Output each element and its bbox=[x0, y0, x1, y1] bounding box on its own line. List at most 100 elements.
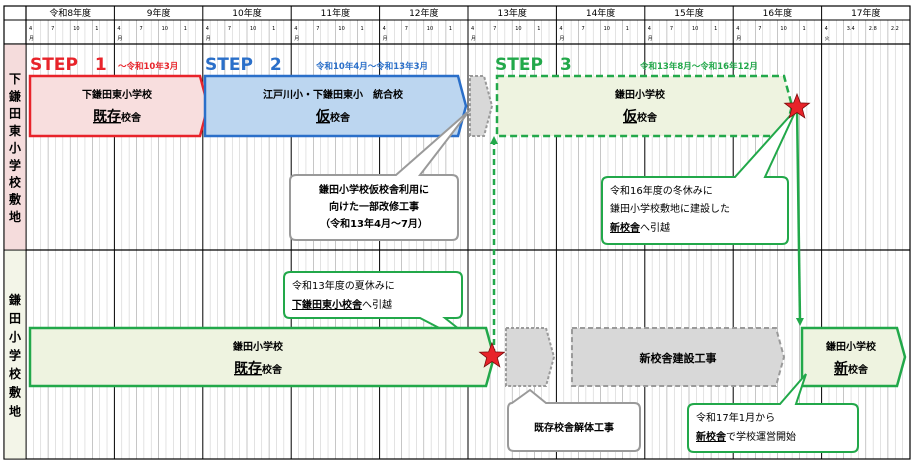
step1-bar-title: 下鎌田東小学校 bbox=[82, 88, 153, 101]
month-tick-label: 10 bbox=[604, 26, 610, 32]
step1-label: STEP 1 bbox=[30, 55, 107, 75]
row-label-bg-bottom bbox=[4, 250, 26, 459]
winter-move-arrow bbox=[795, 105, 804, 326]
row-label-char: 小 bbox=[9, 140, 21, 155]
bottom-existing-title: 鎌田小学校 bbox=[232, 340, 284, 353]
step3-label: STEP 3 bbox=[495, 55, 572, 75]
month-tick-label: 7 bbox=[51, 26, 54, 32]
month-tick-label: 1 bbox=[272, 26, 275, 32]
star-icon bbox=[783, 92, 811, 119]
winter-callout-line3: 新校舎へ引越 bbox=[610, 221, 670, 234]
month-tick-label: 7 bbox=[405, 26, 408, 32]
opening-callout-line1: 令和17年1月から bbox=[696, 411, 775, 424]
winter-move-callout bbox=[601, 107, 798, 245]
summer-callout-line2: 下鎌田東小校舎へ引越 bbox=[292, 298, 392, 311]
bottom-new-sub: 新校舎 bbox=[834, 360, 869, 377]
bottom-existing-sub: 既存校舎 bbox=[234, 360, 283, 377]
row-label-char: 地 bbox=[9, 403, 21, 418]
renovation-callout-line2: 向けた一部改修工事 bbox=[329, 200, 419, 213]
step3-bar-title: 鎌田小学校 bbox=[614, 88, 666, 101]
step1-range: ～令和10年3月 bbox=[118, 61, 178, 72]
demolition-callout-text: 既存校舎解体工事 bbox=[534, 421, 614, 434]
step2-bar-title: 江戸川小・下鎌田東小 統合校 bbox=[263, 88, 404, 101]
row-label-bg-top bbox=[4, 44, 26, 250]
month-suffix-label: 月 bbox=[471, 36, 476, 42]
row-label-char: 鎌 bbox=[8, 292, 21, 307]
month-tick-label: 1 bbox=[537, 26, 540, 32]
row-label-char: 地 bbox=[9, 209, 21, 224]
month-tick-label: 7 bbox=[493, 26, 496, 32]
year-label: 12年度 bbox=[409, 7, 438, 19]
month-tick-label: 4 bbox=[825, 26, 828, 32]
month-tick-label: 10 bbox=[692, 26, 698, 32]
month-tick-label: 10 bbox=[780, 26, 786, 32]
year-label: 13年度 bbox=[497, 7, 526, 19]
row-label-char: 校 bbox=[9, 366, 22, 381]
bottom-new-title: 鎌田小学校 bbox=[825, 340, 877, 353]
row-label-char: 下 bbox=[9, 72, 21, 86]
star-icon bbox=[478, 341, 506, 368]
opening-callout-line2: 新校舎で学校運営開始 bbox=[696, 430, 796, 443]
month-tick-label: 10 bbox=[515, 26, 521, 32]
month-tick-label: 1 bbox=[95, 26, 98, 32]
step2-range: 令和10年4月～令和13年3月 bbox=[315, 61, 428, 72]
month-tick-label: 4 bbox=[294, 26, 297, 32]
month-tick-label: 4 bbox=[648, 26, 651, 32]
row-label-char: 敷 bbox=[9, 192, 22, 207]
month-suffix-label: 月 bbox=[383, 36, 388, 42]
year-label: 17年度 bbox=[851, 7, 880, 19]
winter-callout-line1: 令和16年度の冬休みに bbox=[610, 184, 713, 197]
renovation-block bbox=[469, 75, 494, 137]
demolition-callout bbox=[507, 388, 641, 452]
row-label-char: 学 bbox=[9, 348, 21, 363]
bottom-new-school-bar bbox=[800, 326, 907, 388]
month-tick-label: 7 bbox=[228, 26, 231, 32]
outer-frame bbox=[3, 5, 911, 460]
demolition-block bbox=[505, 327, 556, 387]
step2-temporary-school-bar bbox=[203, 74, 468, 138]
row-label-char: 小 bbox=[9, 329, 21, 344]
step3-temporary-school-bar bbox=[495, 74, 794, 138]
year-label: 15年度 bbox=[674, 7, 703, 19]
step2-label: STEP 2 bbox=[205, 55, 282, 75]
opening-callout bbox=[687, 373, 859, 453]
month-tick-label: 10 bbox=[338, 26, 344, 32]
row-label-char: 学 bbox=[9, 157, 21, 172]
month-tick-label: 7 bbox=[758, 26, 761, 32]
bottom-existing-school-bar bbox=[28, 326, 496, 388]
row-label-char: 校 bbox=[9, 175, 22, 190]
month-tick-label: 10 bbox=[73, 26, 79, 32]
year-label: 令和8年度 bbox=[49, 7, 91, 19]
row-label-char: 東 bbox=[9, 123, 21, 138]
year-label: 9年度 bbox=[147, 7, 171, 19]
year-label: 16年度 bbox=[763, 7, 792, 19]
month-tick-label: 4 bbox=[471, 26, 474, 32]
step3-bar-sub: 仮校舎 bbox=[622, 108, 658, 125]
renovation-callout-line1: 鎌田小学校仮校舎利用に bbox=[318, 183, 429, 196]
step3-range: 令和13年8月～令和16年12月 bbox=[639, 61, 758, 72]
month-tick-label: 4 bbox=[736, 26, 739, 32]
month-tick-label: 7 bbox=[582, 26, 585, 32]
month-tick-label: 10 bbox=[427, 26, 433, 32]
step1-existing-school-bar bbox=[28, 74, 210, 138]
month-tick-label: 7 bbox=[670, 26, 673, 32]
month-tick-label: 3.4 bbox=[847, 26, 855, 32]
month-tick-label: 1 bbox=[803, 26, 806, 32]
month-tick-label: 1 bbox=[184, 26, 187, 32]
row-label-bottom: 鎌田小学校敷地 bbox=[8, 292, 22, 418]
renovation-callout bbox=[289, 109, 471, 241]
new-building-construction-bar bbox=[571, 327, 786, 387]
month-tick-label: 1 bbox=[626, 26, 629, 32]
construction-bar-text: 新校舎建設工事 bbox=[640, 351, 717, 365]
year-label: 10年度 bbox=[232, 7, 261, 19]
month-suffix-label: 月 bbox=[648, 36, 653, 42]
row-label-char: 田 bbox=[9, 107, 21, 121]
month-tick-label: 7 bbox=[316, 26, 319, 32]
month-tick-label: 1 bbox=[714, 26, 717, 32]
month-tick-label: 4 bbox=[206, 26, 209, 32]
month-tick-label: 4 bbox=[29, 26, 32, 32]
row-label-char: 田 bbox=[9, 311, 21, 325]
